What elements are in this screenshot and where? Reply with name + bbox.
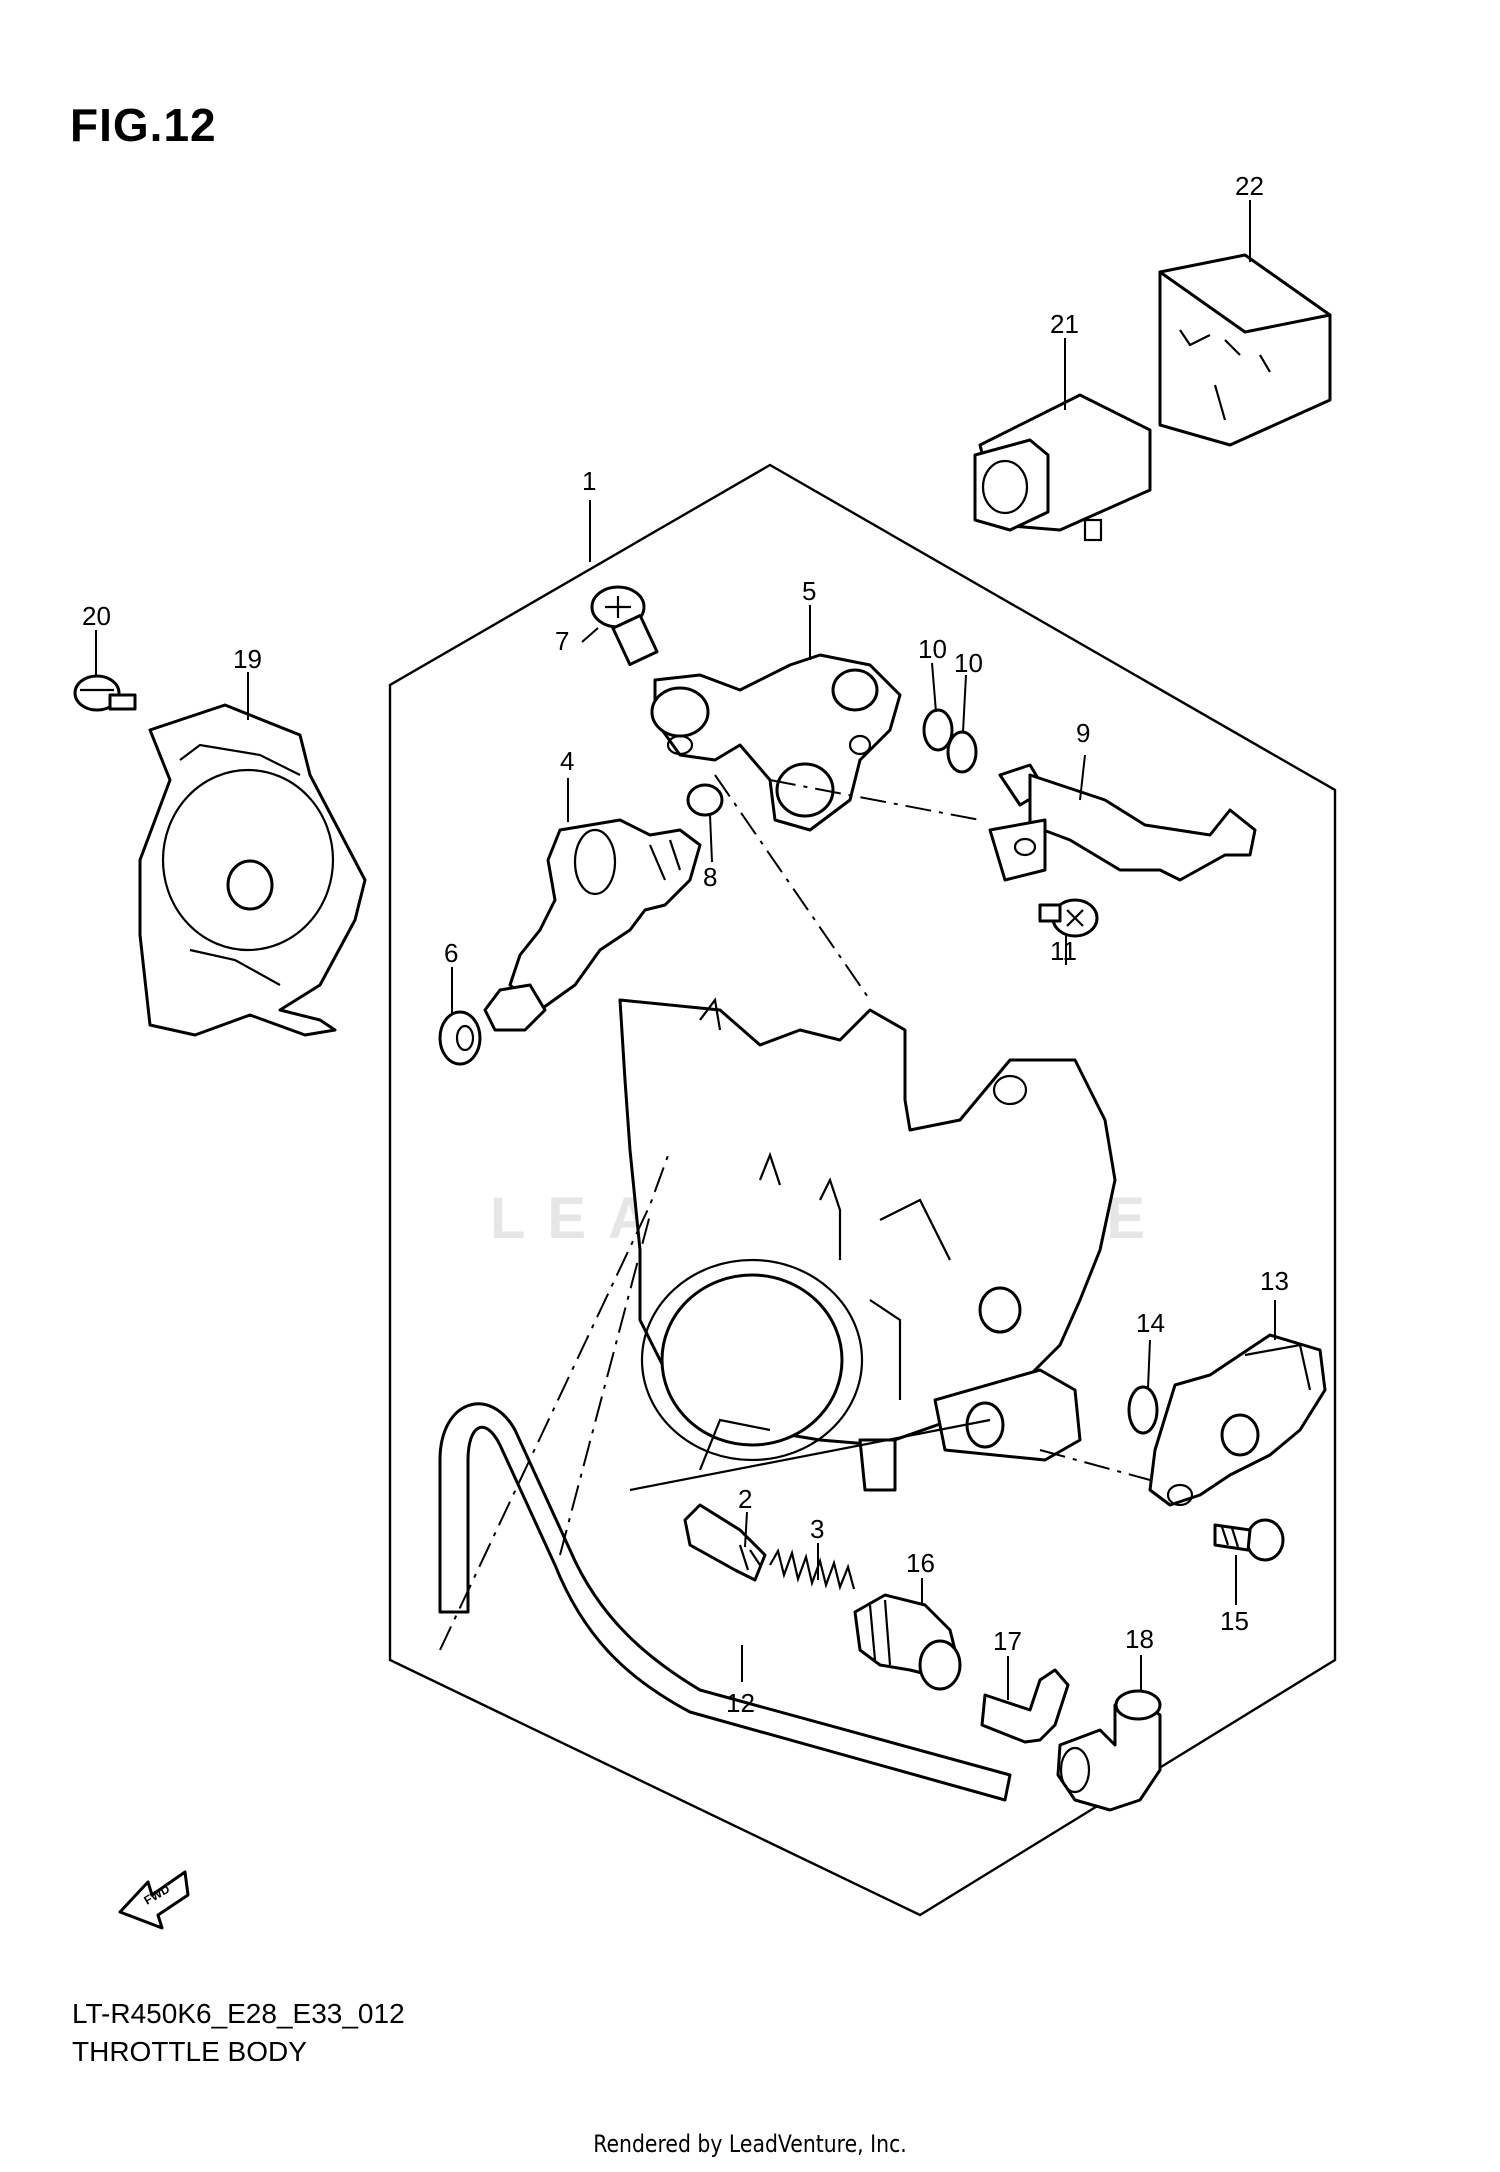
part-10-o-ring-2 — [946, 730, 978, 774]
part-5-joint — [650, 653, 902, 832]
callout-22: 22 — [1235, 171, 1264, 201]
callout-3: 3 — [810, 1514, 824, 1544]
part-6-seal — [438, 1010, 482, 1066]
alignment-line-hose-right — [559, 1214, 651, 1556]
alignment-line-plunger — [629, 1418, 991, 1492]
callout-11: 11 — [1050, 936, 1077, 966]
callout-14: 14 — [1136, 1308, 1165, 1338]
callout-9: 9 — [1076, 718, 1090, 748]
figure-title: FIG.12 — [70, 99, 217, 151]
fwd-arrow-icon: FWD — [118, 1870, 190, 1930]
part-3-spring — [769, 1548, 856, 1591]
part-18-elbow — [1056, 1689, 1162, 1812]
alignment-line-hose-left — [439, 1149, 671, 1651]
part-12-hose — [438, 1402, 1012, 1802]
callout-16: 16 — [906, 1548, 935, 1578]
assembly-frame — [388, 463, 1337, 1917]
part-13-sensor — [1148, 1333, 1327, 1507]
callout-6: 6 — [444, 938, 458, 968]
callout-13: 13 — [1260, 1266, 1289, 1296]
rendered-by-footer: Rendered by LeadVenture, Inc. — [593, 2130, 907, 2158]
callout-2: 2 — [738, 1484, 752, 1514]
callout-1: 1 — [582, 466, 596, 496]
callout-7: 7 — [555, 626, 569, 656]
leader-lines — [95, 200, 1276, 1700]
callout-17: 17 — [993, 1626, 1022, 1656]
alignment-line-sensor — [1039, 1449, 1151, 1481]
part-2-plunger — [683, 1503, 767, 1582]
callout-19: 19 — [233, 644, 262, 674]
part-7-screw — [590, 585, 659, 666]
callout-10b: 10 — [954, 648, 983, 678]
part-22-connector-cover — [1158, 253, 1332, 447]
callout-12: 12 — [726, 1688, 755, 1718]
callout-4: 4 — [560, 746, 574, 776]
part-14-o-ring — [1127, 1385, 1159, 1435]
callout-15: 15 — [1220, 1606, 1249, 1636]
part-20-screw — [73, 674, 137, 712]
callout-18: 18 — [1125, 1624, 1154, 1654]
part-15-screw — [1213, 1518, 1285, 1562]
part-11-screw — [1038, 898, 1099, 938]
callout-10a: 10 — [918, 634, 947, 664]
callout-21: 21 — [1050, 309, 1079, 339]
part-9-regulator — [988, 763, 1257, 882]
diagram-code: LT-R450K6_E28_E33_012 — [72, 1998, 405, 2029]
part-8-o-ring — [686, 783, 724, 817]
part-16-adjuster — [853, 1593, 962, 1691]
part-19-cover — [138, 703, 367, 1037]
part-4-injector — [483, 818, 702, 1032]
callout-5: 5 — [802, 576, 816, 606]
part-17-pipe — [980, 1668, 1070, 1744]
part-10-o-ring — [922, 708, 954, 752]
diagram-caption: THROTTLE BODY — [72, 2036, 307, 2067]
alignment-line-regulator — [769, 779, 981, 821]
callout-8: 8 — [703, 862, 717, 892]
callout-20: 20 — [82, 601, 111, 631]
part-1-throttle-body — [618, 997, 1117, 1492]
part-21-coupler — [973, 393, 1152, 542]
